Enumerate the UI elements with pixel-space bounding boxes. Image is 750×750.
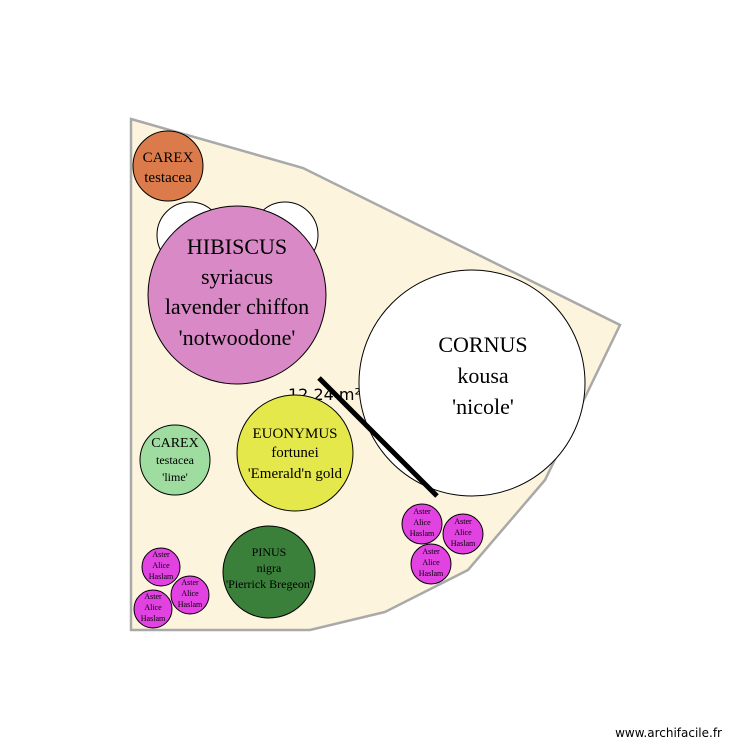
plant-label-line: Aster <box>454 517 472 526</box>
plant-cornus-label: CORNUS kousa 'nicole' <box>438 332 527 419</box>
plant-euonymus[interactable]: EUONYMUS fortunei 'Emerald'n gold <box>236 394 354 512</box>
plant-label-line: Haslam <box>451 539 476 548</box>
plant-aster[interactable]: Aster Alice Haslam <box>442 513 484 555</box>
plant-aster[interactable]: Aster Alice Haslam <box>401 503 443 545</box>
plant-hibiscus[interactable]: HIBISCUS syriacus lavender chiffon 'notw… <box>147 205 327 385</box>
plant-label-line: PINUS <box>252 545 287 559</box>
plant-label-line: Aster <box>181 578 199 587</box>
plant-label-line: 'Pierrick Bregeon' <box>226 577 312 591</box>
plant-label-line: 'Emerald'n gold <box>248 466 343 482</box>
plant-label-line: Aster <box>413 507 431 516</box>
plant-aster[interactable]: Aster Alice Haslam <box>133 589 173 629</box>
plant-carex-testacea[interactable]: CAREX testacea <box>132 130 204 202</box>
plant-label-line: Aster <box>144 592 162 601</box>
plant-label-line: EUONYMUS <box>252 426 337 442</box>
plant-label-line: HIBISCUS <box>187 234 287 259</box>
plant-label-line: testacea <box>156 453 195 467</box>
plant-label-line: Haslam <box>419 569 444 578</box>
plant-label-line: Alice <box>413 518 431 527</box>
plant-label-line: 'notwoodone' <box>179 325 296 350</box>
plant-label-line: Haslam <box>141 614 166 623</box>
plant-label-line: 'lime' <box>162 470 188 484</box>
plant-label-line: CAREX <box>143 150 194 166</box>
plant-aster[interactable]: Aster Alice Haslam <box>170 575 210 615</box>
plant-label-line: kousa <box>457 363 509 388</box>
plant-label-line: Alice <box>454 528 472 537</box>
plant-label-line: lavender chiffon <box>165 294 309 319</box>
plant-label-line: Alice <box>144 603 162 612</box>
plant-label-line: Aster <box>422 547 440 556</box>
plant-label-line: testacea <box>144 170 192 186</box>
plant-label-line: nigra <box>257 561 282 575</box>
plant-pinus[interactable]: PINUS nigra 'Pierrick Bregeon' <box>222 525 316 619</box>
plant-label-line: Alice <box>422 558 440 567</box>
plant-label-line: Alice <box>152 561 170 570</box>
watermark: www.archifacile.fr <box>615 726 722 740</box>
plant-label-line: fortunei <box>271 445 318 461</box>
plant-label-line: Haslam <box>178 600 203 609</box>
plant-carex-lime[interactable]: CAREX testacea 'lime' <box>139 424 211 496</box>
plant-aster[interactable]: Aster Alice Haslam <box>410 543 452 585</box>
plant-label-line: Haslam <box>410 529 435 538</box>
plant-cornus[interactable] <box>358 269 586 497</box>
plant-label-line: Aster <box>152 550 170 559</box>
plant-aster[interactable]: Aster Alice Haslam <box>141 547 181 587</box>
plant-label-line: CAREX <box>151 436 198 451</box>
dimension-line <box>317 376 439 498</box>
plant-label-line: 'nicole' <box>452 394 514 419</box>
plant-label-line: Alice <box>181 589 199 598</box>
plant-label-line: Haslam <box>149 572 174 581</box>
plant-label-line: syriacus <box>201 264 273 289</box>
plant-label-line: CORNUS <box>438 332 527 357</box>
